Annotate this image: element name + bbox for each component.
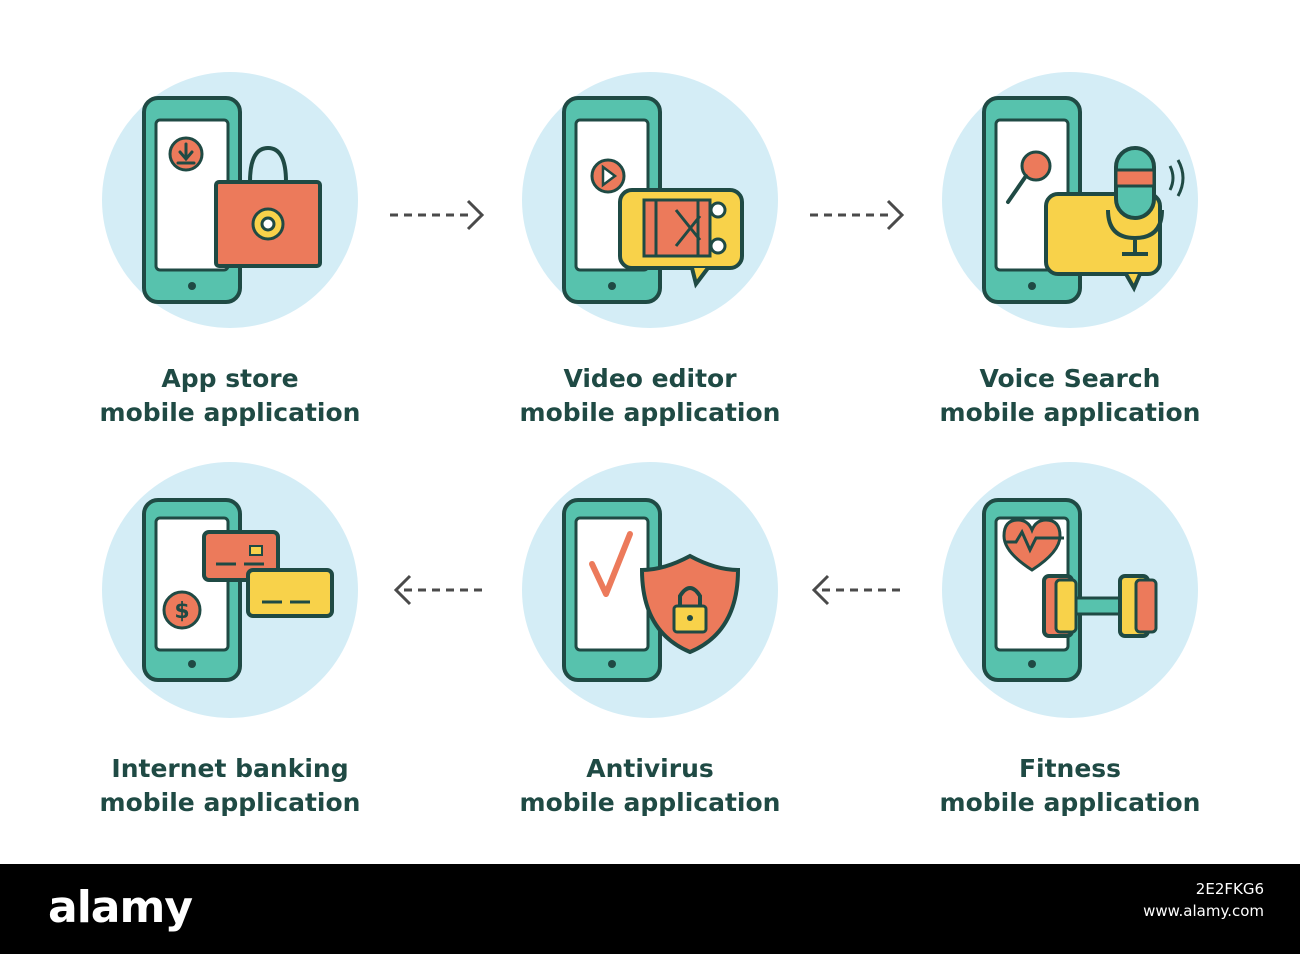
node-voice-search: Voice Search mobile application xyxy=(925,70,1215,450)
arrow-left-1 xyxy=(393,574,488,606)
image-id: 2E2FKG6 xyxy=(1195,880,1264,898)
node-label-line1: Antivirus xyxy=(586,754,714,783)
svg-text:$: $ xyxy=(174,599,189,624)
site-url: www.alamy.com xyxy=(1143,902,1264,920)
node-label-line2: mobile application xyxy=(519,398,781,427)
alamy-logo: alamy xyxy=(48,882,193,933)
internet-banking-icon: $ xyxy=(102,462,358,718)
node-app-store: App store mobile application xyxy=(85,70,375,450)
node-label-line1: Fitness xyxy=(1018,754,1122,783)
node-video-editor: Video editor mobile application xyxy=(505,70,795,450)
node-label-line2: mobile application xyxy=(99,788,361,817)
node-label-line1: Video editor xyxy=(563,364,737,393)
node-internet-banking: $ Internet banking mobile application xyxy=(85,460,375,840)
node-label-line2: mobile application xyxy=(939,398,1201,427)
node-label-line1: Internet banking xyxy=(111,754,349,783)
voice-search-icon xyxy=(942,72,1198,328)
app-store-icon xyxy=(102,72,358,328)
node-label-line2: mobile application xyxy=(99,398,361,427)
arrow-right-2 xyxy=(810,199,905,231)
diagram-canvas: App store mobile application Video edito… xyxy=(85,70,1215,840)
fitness-icon xyxy=(942,462,1198,718)
video-editor-icon xyxy=(522,72,778,328)
node-label-line1: Voice Search xyxy=(979,364,1161,393)
antivirus-icon xyxy=(522,462,778,718)
arrow-left-2 xyxy=(811,574,906,606)
watermark-banner: alamy 2E2FKG6 www.alamy.com xyxy=(0,864,1300,954)
banner-info: 2E2FKG6 www.alamy.com xyxy=(1143,878,1264,922)
arrow-right-1 xyxy=(390,199,485,231)
node-label-line2: mobile application xyxy=(519,788,781,817)
node-label-line1: App store xyxy=(161,364,299,393)
node-label-line2: mobile application xyxy=(939,788,1201,817)
node-fitness: Fitness mobile application xyxy=(925,460,1215,840)
node-antivirus: Antivirus mobile application xyxy=(505,460,795,840)
